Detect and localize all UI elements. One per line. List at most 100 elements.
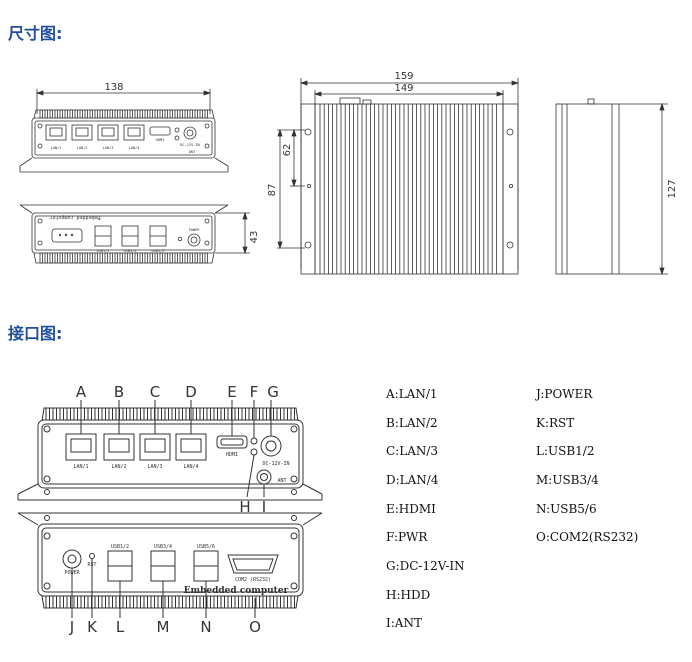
heatsink-fin: [164, 252, 168, 264]
heatsink-fin: [94, 595, 99, 609]
heatsink-fin: [159, 252, 163, 264]
callout-letter-e: E: [227, 383, 236, 401]
rear-large-label-usb34: USB3/4: [154, 544, 172, 550]
front-small-label-dc: DC-12V-IN: [180, 143, 199, 147]
heatsink-fin: [59, 109, 63, 119]
heatsink-fin: [179, 109, 183, 119]
heatsink-fin: [54, 109, 58, 119]
heatsink-fin: [109, 109, 113, 119]
callout-letter-n: N: [200, 618, 211, 636]
dim-top-inner: 149: [394, 83, 413, 94]
callout-letter-o: O: [249, 618, 261, 636]
heatsink-fin: [87, 595, 92, 609]
front-large-label-ant: ANT: [277, 478, 286, 484]
legend-item: K:RST: [536, 416, 575, 430]
heatsink-fin: [139, 109, 143, 119]
front-large-label-lan2: LAN/2: [111, 464, 126, 470]
rear-small-label-usb12: USB1/2: [97, 249, 110, 253]
heatsink-fin: [255, 595, 260, 609]
heatsink-fin: [45, 407, 50, 421]
heatsink-fin: [143, 595, 148, 609]
rear-view-small: [19, 204, 250, 264]
heatsink-fin: [227, 407, 232, 421]
heatsink-fin: [154, 252, 158, 264]
heatsink-fin: [124, 109, 128, 119]
front-small-label-lan3: LAN/3: [103, 146, 114, 150]
heatsink-fin: [69, 109, 73, 119]
heatsink-fin: [99, 252, 103, 264]
legend-item: L:USB1/2: [536, 444, 595, 458]
heatsink-fin: [192, 595, 197, 609]
heatsink-fin: [194, 109, 198, 119]
rear-large-label-com: COM2 (RS232): [235, 577, 271, 583]
heatsink-fin: [154, 109, 158, 119]
heatsink-fin: [104, 252, 108, 264]
heatsink-fin: [144, 252, 148, 264]
dim-height: 43: [249, 231, 260, 244]
rear-large-label-usb56: USB5/6: [197, 544, 215, 550]
heatsink-fin: [262, 595, 267, 609]
heatsink-fin: [134, 109, 138, 119]
heatsink-fin: [171, 407, 176, 421]
heatsink-fin: [73, 407, 78, 421]
heatsink-fin: [199, 109, 203, 119]
heatsink-fin: [129, 595, 134, 609]
heatsink-fin: [122, 595, 127, 609]
front-view-large: [17, 400, 323, 501]
heatsink-fin: [164, 109, 168, 119]
rear-small-label-usb56: USB5/6: [152, 249, 165, 253]
front-large-label-lan3: LAN/3: [147, 464, 162, 470]
callout-letter-i: I: [262, 498, 266, 516]
dim-side-depth: 127: [667, 179, 678, 198]
legend-item: M:USB3/4: [536, 473, 599, 487]
heatsink-fin: [150, 407, 155, 421]
heatsink-fin: [114, 109, 118, 119]
heatsink-fin: [94, 109, 98, 119]
heatsink-fin: [157, 595, 162, 609]
heatsink-fin: [59, 252, 63, 264]
heatsink-fin: [206, 407, 211, 421]
heatsink-fin: [276, 407, 281, 421]
heatsink-fin: [164, 595, 169, 609]
heatsink-fin: [45, 595, 50, 609]
heatsink-fin: [199, 595, 204, 609]
heatsink-fin: [44, 252, 48, 264]
heatsink-fin: [174, 109, 178, 119]
heatsink-fin: [64, 252, 68, 264]
section-title-dimensions: 尺寸图:: [8, 24, 63, 43]
heatsink-fin: [108, 407, 113, 421]
heatsink-fin: [136, 407, 141, 421]
heatsink-fin: [79, 252, 83, 264]
callout-letter-k: K: [87, 618, 98, 636]
legend-item: O:COM2(RS232): [536, 530, 639, 544]
front-large-label-lan1: LAN/1: [73, 464, 88, 470]
legend-item: J:POWER: [536, 387, 593, 401]
heatsink-fin: [54, 252, 58, 264]
legend-item: F:PWR: [386, 530, 428, 544]
heatsink-fin: [283, 595, 288, 609]
front-small-label-lan4: LAN/4: [129, 146, 140, 150]
heatsink-fin: [84, 252, 88, 264]
callout-letter-d: D: [185, 383, 197, 401]
heatsink-fin: [199, 252, 203, 264]
heatsink-fin: [89, 109, 93, 119]
heatsink-fin: [66, 595, 71, 609]
rear-large-label-embedded: Embedded computer: [184, 586, 289, 596]
front-small-label-lan1: LAN/1: [51, 146, 62, 150]
heatsink-fin: [178, 407, 183, 421]
heatsink-fin: [59, 595, 64, 609]
rear-small-label-power: POWER: [189, 228, 201, 232]
heatsink-fin: [99, 109, 103, 119]
heatsink-fin: [164, 407, 169, 421]
heatsink-fin: [74, 109, 78, 119]
heatsink-fin: [114, 252, 118, 264]
heatsink-fin: [171, 595, 176, 609]
heatsink-fin: [204, 252, 208, 264]
heatsink-fin: [276, 595, 281, 609]
heatsink-fin: [227, 595, 232, 609]
heatsink-fin: [52, 407, 57, 421]
heatsink-fin: [255, 407, 260, 421]
heatsink-fin: [149, 109, 153, 119]
legend-item: H:HDD: [386, 588, 431, 602]
